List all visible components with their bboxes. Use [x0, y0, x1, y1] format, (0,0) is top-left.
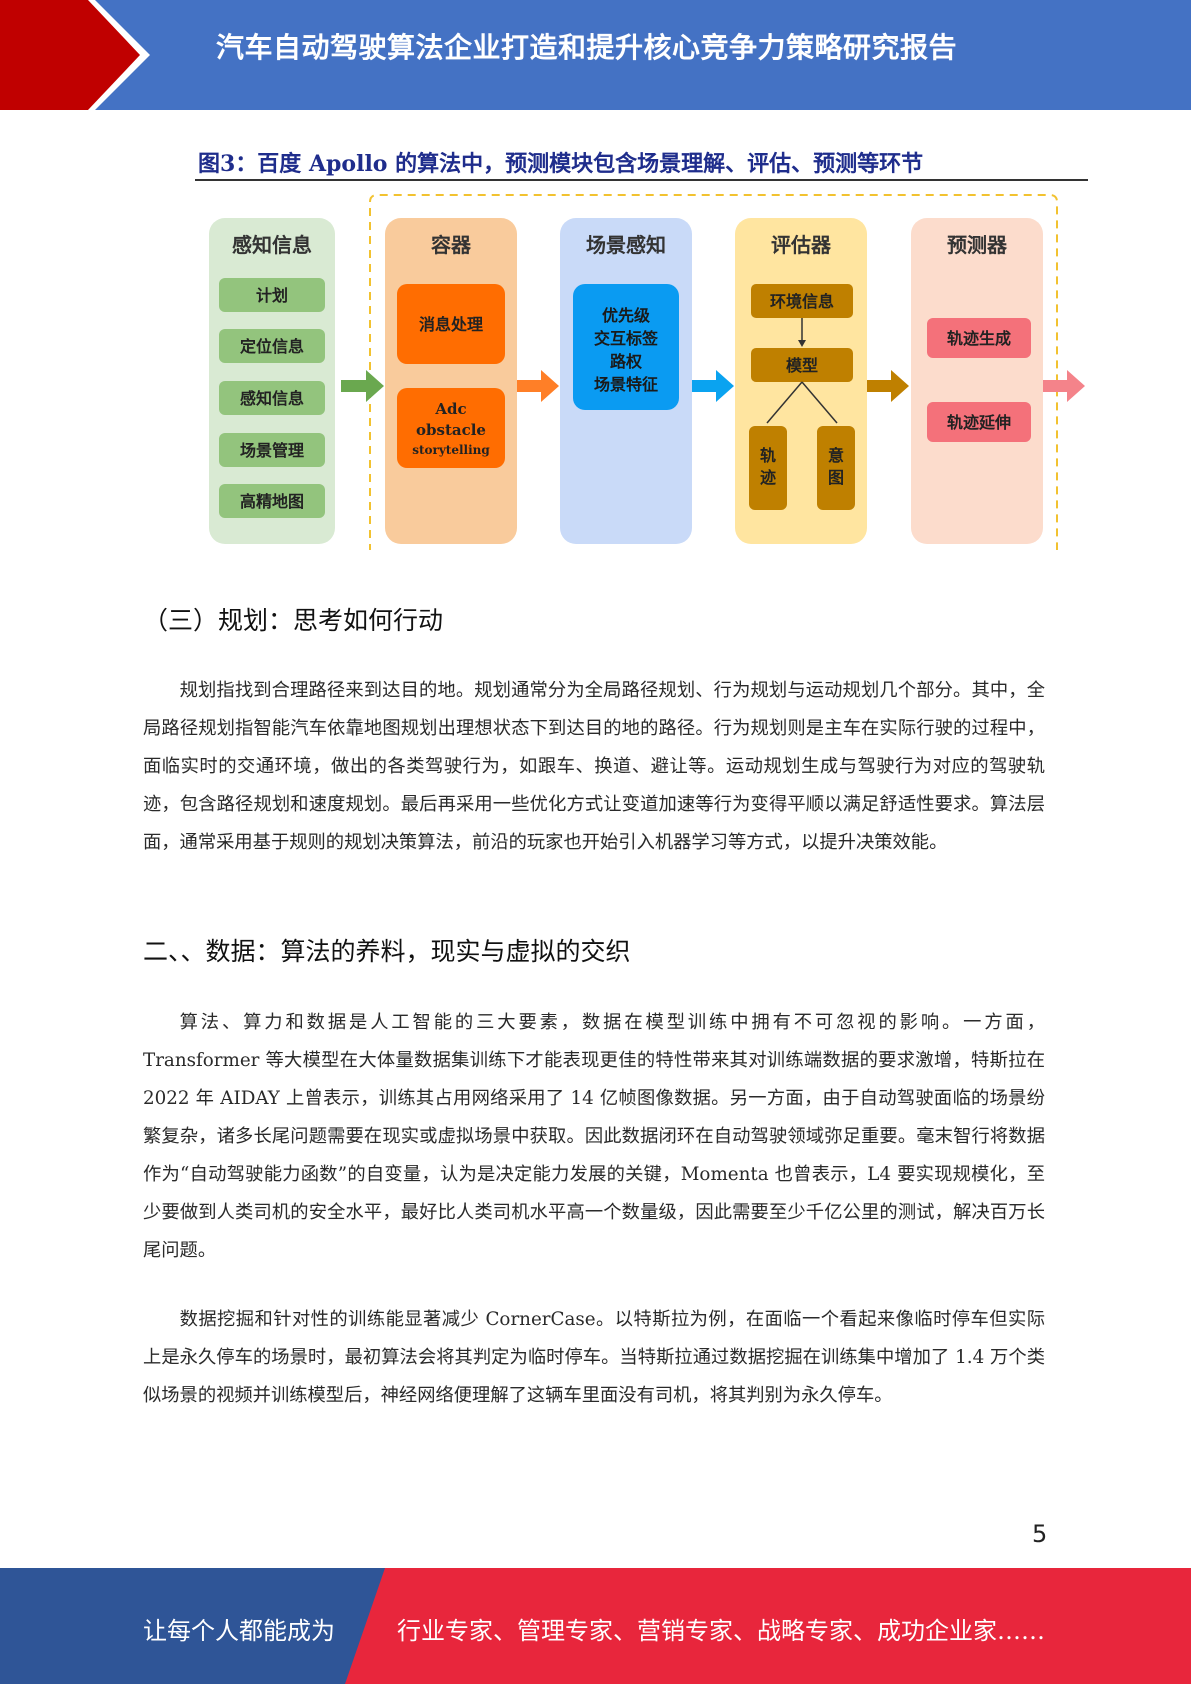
flow-arrow	[867, 370, 909, 402]
container-item: obstacle	[416, 421, 486, 439]
container-item: 消息处理	[419, 315, 483, 334]
evaluator-item: 环境信息	[770, 292, 834, 311]
scene-item: 优先级	[602, 306, 651, 325]
figure-caption: 图3：百度 Apollo 的算法中，预测模块包含场景理解、评估、预测等环节	[198, 151, 924, 177]
column-perception-title: 感知信息	[232, 233, 312, 257]
column-container-title: 容器	[431, 233, 472, 257]
section-heading: （三）规划：思考如何行动	[143, 606, 444, 635]
flow-arrow	[692, 370, 734, 402]
perception-item: 高精地图	[240, 492, 304, 511]
section-paragraph: 数据挖掘和针对性的训练能显著减少 CornerCase。以特斯拉为例，在面临一个…	[143, 1309, 1045, 1406]
evaluator-item: 图	[828, 468, 844, 487]
predictor-item: 轨迹生成	[947, 329, 1011, 348]
evaluator-item: 模型	[786, 356, 818, 375]
scene-item: 交互标签	[594, 329, 659, 348]
perception-item: 定位信息	[239, 337, 304, 356]
footer-background	[0, 1568, 1191, 1684]
page-footer: 让每个人都能成为 行业专家、管理专家、营销专家、战略专家、成功企业家……	[0, 1568, 1191, 1684]
predictor-item: 轨迹延伸	[947, 413, 1011, 432]
page-header: 汽车自动驾驶算法企业打造和提升核心竞争力策略研究报告	[0, 0, 1191, 110]
scene-item: 路权	[610, 352, 643, 371]
column-predictor-title: 预测器	[947, 233, 1008, 257]
footer-slogan-left: 让每个人都能成为	[143, 1617, 335, 1645]
apollo-prediction-diagram: 感知信息 计划 定位信息 感知信息 场景管理 高精地图 容器 消息处理 Adc …	[209, 194, 1085, 550]
section-heading: 二、、数据：算法的养料，现实与虚拟的交织	[143, 937, 631, 966]
prediction-module-dashed-outline	[369, 194, 1058, 550]
flow-arrow	[341, 370, 384, 402]
column-evaluator: 评估器 环境信息 模型 轨 迹 意 图	[735, 218, 867, 544]
column-perception: 感知信息 计划 定位信息 感知信息 场景管理 高精地图	[209, 218, 335, 544]
section-paragraph: 算法、算力和数据是人工智能的三大要素，数据在模型训练中拥有不可忽视的影响。一方面…	[143, 1012, 1045, 1261]
header-arrow-decoration	[0, 0, 150, 110]
column-evaluator-title: 评估器	[771, 233, 832, 257]
scene-item: 场景特征	[594, 375, 658, 394]
container-item: storytelling	[412, 443, 490, 457]
column-container: 容器 消息处理 Adc obstacle storytelling	[385, 218, 517, 544]
perception-item: 感知信息	[240, 389, 304, 408]
perception-item: 场景管理	[240, 441, 304, 460]
perception-item: 计划	[256, 286, 288, 305]
page-number: 5	[1032, 1520, 1048, 1548]
section-paragraph: 规划指找到合理路径来到达目的地。规划通常分为全局路径规划、行为规划与运动规划几个…	[143, 680, 1045, 853]
column-scene: 场景感知 优先级 交互标签 路权 场景特征	[560, 218, 692, 544]
evaluator-item: 迹	[760, 468, 776, 487]
container-item: Adc	[434, 400, 466, 418]
flow-arrow	[1043, 370, 1085, 402]
column-predictor: 预测器 轨迹生成 轨迹延伸	[911, 218, 1043, 544]
column-scene-title: 场景感知	[586, 233, 666, 257]
header-title: 汽车自动驾驶算法企业打造和提升核心竞争力策略研究报告	[216, 31, 958, 64]
evaluator-item: 轨	[760, 446, 776, 465]
evaluator-item: 意	[828, 446, 844, 465]
footer-slogan-right: 行业专家、管理专家、营销专家、战略专家、成功企业家……	[397, 1617, 1045, 1645]
flow-arrow	[517, 370, 559, 402]
figure-caption-rule	[195, 179, 1088, 181]
